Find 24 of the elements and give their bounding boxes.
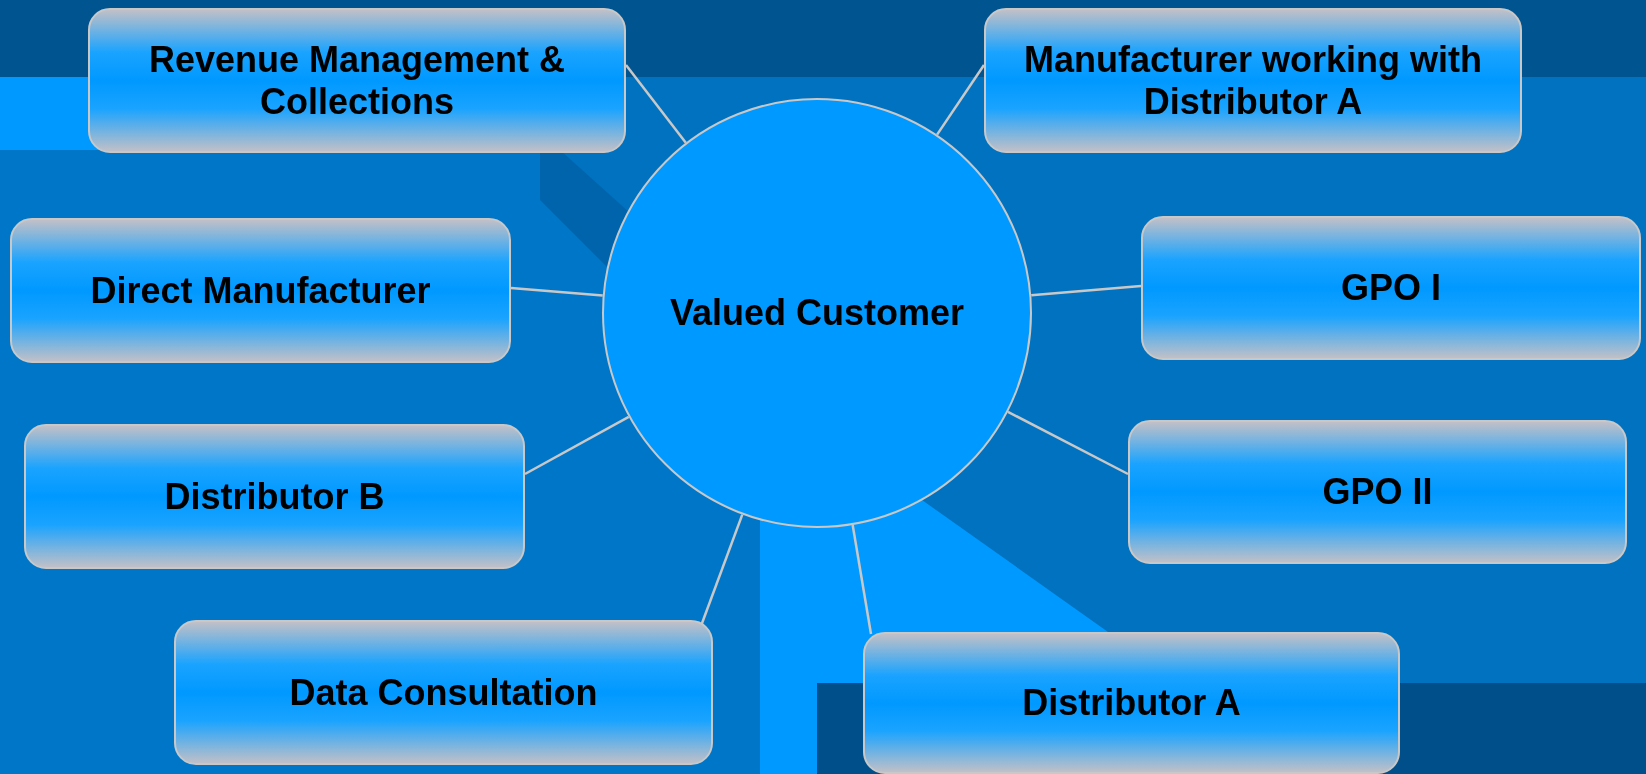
connector-line (524, 415, 630, 476)
rounded-box (88, 8, 626, 153)
node-label: Distributor A (1021, 682, 1242, 724)
rounded-box (1141, 216, 1641, 360)
connector-line (1031, 284, 1142, 297)
node-label: Manufacturer working with Distributor A (1022, 39, 1483, 122)
rounded-box (10, 218, 511, 363)
node-label: GPO I (1340, 267, 1442, 309)
connector-line (625, 64, 687, 144)
node-label: Data Consultation (288, 671, 599, 714)
rounded-box (863, 632, 1400, 774)
connector-line (1007, 410, 1129, 476)
node-label: GPO II (1321, 471, 1434, 513)
node-label: Valued Customer (668, 292, 966, 334)
node-label: Revenue Management & Collections (147, 39, 567, 122)
rounded-box (1128, 420, 1627, 564)
connector-line (936, 64, 986, 136)
rounded-box (174, 620, 713, 765)
rounded-box (984, 8, 1522, 153)
node-label: Distributor B (163, 475, 386, 518)
connector-line (851, 524, 873, 635)
rounded-box (24, 424, 525, 569)
connector-line (510, 286, 603, 297)
node-label: Direct Manufacturer (89, 269, 432, 312)
